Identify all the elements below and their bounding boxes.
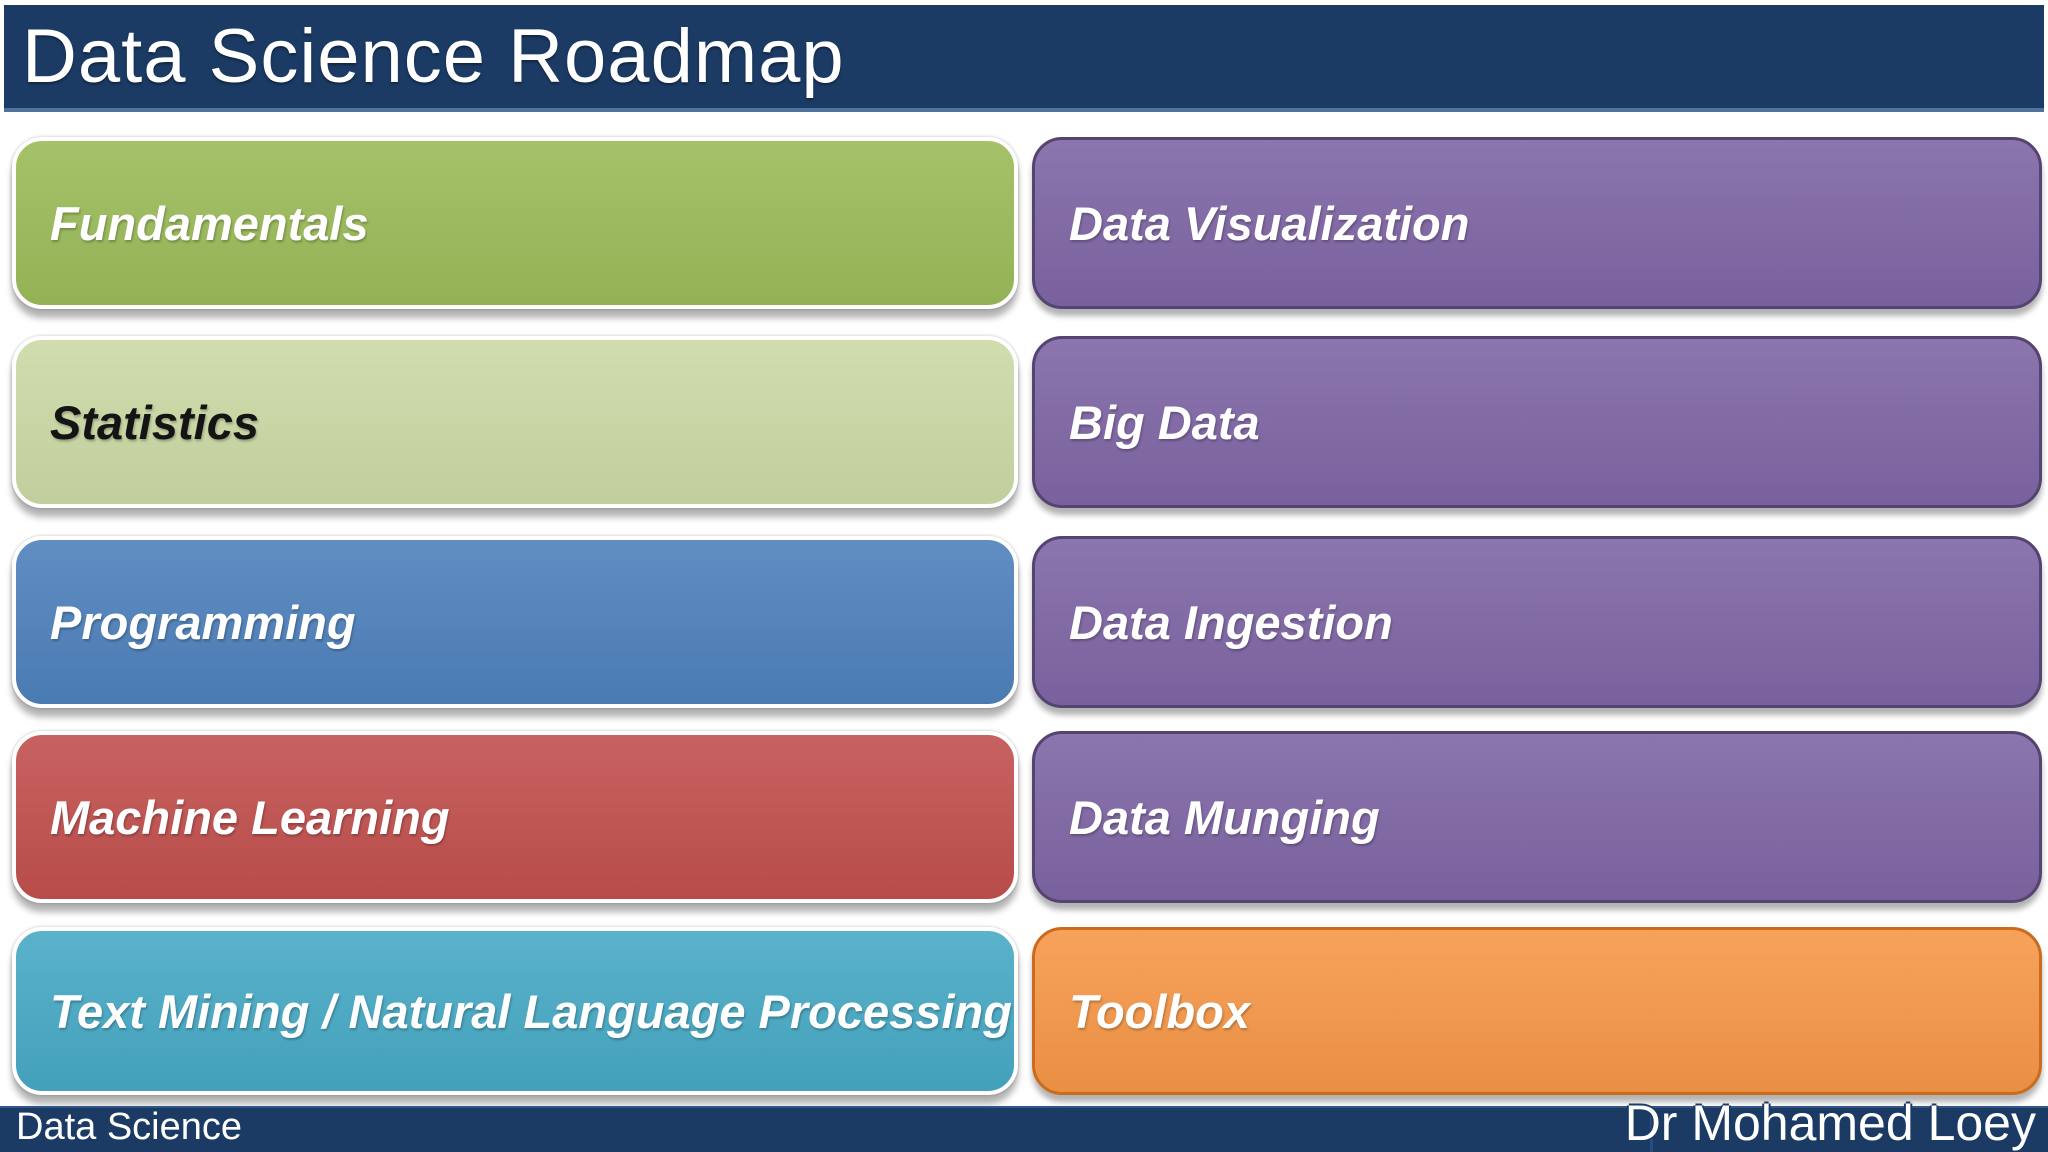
roadmap-box-data-visualization: Data Visualization: [1032, 137, 2042, 309]
roadmap-box-label: Toolbox: [1069, 984, 1251, 1038]
roadmap-box-data-ingestion: Data Ingestion: [1032, 536, 2042, 708]
footer-author: Dr Mohamed Loey: [1624, 1095, 2036, 1151]
roadmap-box-label: Programming: [50, 595, 356, 649]
roadmap-box-data-munging: Data Munging: [1032, 731, 2042, 903]
roadmap-box-fundamentals: Fundamentals: [12, 137, 1018, 309]
roadmap-box-label: Statistics: [50, 395, 259, 449]
footer-bar: Data Science Dr Mohamed Loey: [0, 1095, 2048, 1152]
roadmap-box-programming: Programming: [12, 536, 1018, 708]
roadmap-box-statistics: Statistics: [12, 336, 1018, 508]
roadmap-box-label: Text Mining / Natural Language Processin…: [50, 984, 1012, 1038]
roadmap-box-label: Machine Learning: [50, 790, 450, 844]
header-bar: Data Science Roadmap: [4, 5, 2044, 112]
roadmap-box-toolbox: Toolbox: [1032, 927, 2042, 1095]
roadmap-box-label: Big Data: [1069, 395, 1260, 449]
footer-divider: [1650, 1110, 1653, 1152]
roadmap-box-label: Data Ingestion: [1069, 595, 1393, 649]
slide-title: Data Science Roadmap: [22, 14, 845, 99]
roadmap-box-label: Data Munging: [1069, 790, 1380, 844]
roadmap-box-text-mining-nlp: Text Mining / Natural Language Processin…: [12, 927, 1018, 1095]
roadmap-box-label: Data Visualization: [1069, 196, 1470, 250]
roadmap-box-machine-learning: Machine Learning: [12, 731, 1018, 903]
roadmap-box-big-data: Big Data: [1032, 336, 2042, 508]
footer-slide-topic: Data Science: [16, 1106, 243, 1148]
roadmap-box-label: Fundamentals: [50, 196, 369, 250]
